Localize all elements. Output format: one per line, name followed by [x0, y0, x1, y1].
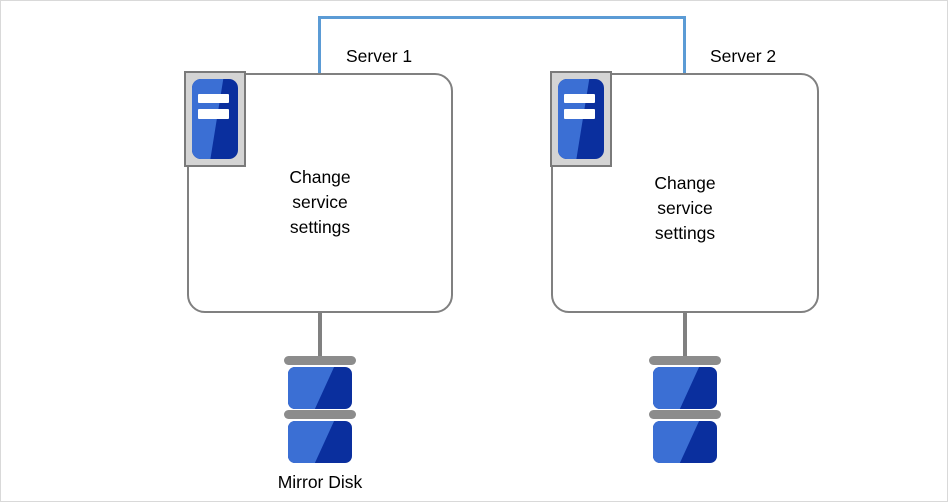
- disk-label: Mirror Disk: [277, 472, 363, 492]
- server1-disk-connector: [318, 312, 322, 360]
- server1-body-line-3: settings: [289, 217, 351, 237]
- server-icon-body: [558, 79, 604, 159]
- disk-stack-icon: [649, 356, 721, 466]
- disk-bar-top: [649, 356, 721, 365]
- disk-stack-icon: Mirror Disk: [278, 356, 362, 491]
- disk-bar-middle: [284, 410, 356, 419]
- server-icon-bar-bottom: [198, 109, 229, 119]
- server-icon-body: [192, 79, 238, 159]
- disk-plate-top: [288, 367, 352, 409]
- disk-bar-middle: [649, 410, 721, 419]
- cluster-link-left-drop: [318, 16, 321, 74]
- cluster-link-horizontal: [318, 16, 686, 19]
- disk-bar-top: [284, 356, 356, 365]
- server2-body-line-3: settings: [654, 223, 716, 243]
- cluster-link-right-drop: [683, 16, 686, 74]
- server1-body-line-1: Change: [289, 167, 351, 187]
- server1-label: Server 1: [346, 46, 413, 66]
- server2-disk-connector: [683, 312, 687, 360]
- server2-body-line-2: service: [657, 198, 713, 218]
- server-icon-bar-bottom: [564, 109, 595, 119]
- disk-plate-bottom: [653, 421, 717, 463]
- disk-plate-bottom: [288, 421, 352, 463]
- disk-plate-top: [653, 367, 717, 409]
- server-icon: [550, 71, 612, 167]
- server-icon: [184, 71, 246, 167]
- server2-box: Change service settings: [551, 73, 819, 313]
- server2-label: Server 2: [710, 46, 777, 66]
- server-icon-bar-top: [564, 94, 595, 104]
- server-icon-bar-top: [198, 94, 229, 104]
- server1-body-line-2: service: [292, 192, 348, 212]
- server2-body-line-1: Change: [654, 173, 716, 193]
